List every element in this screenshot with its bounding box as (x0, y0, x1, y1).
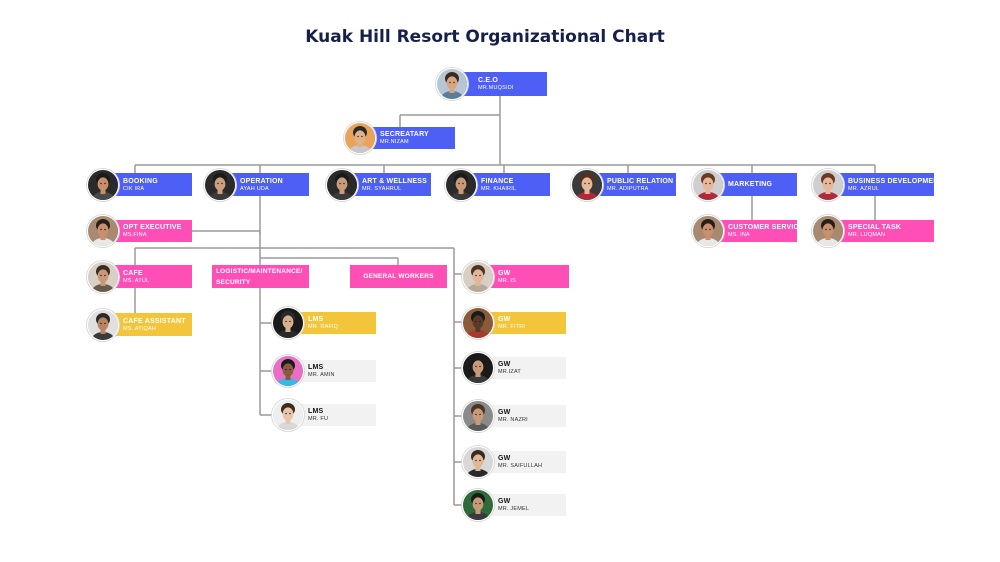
role-title: GENERAL WORKERS (363, 273, 434, 280)
role-box: MARKETING (718, 173, 797, 196)
person-name: MR. SAIFULLAH (498, 463, 543, 469)
person-name: CIK IRA (123, 185, 145, 192)
person-name: MR. IS (498, 277, 517, 284)
avatar (272, 355, 304, 387)
role-title: CAFE (123, 269, 143, 277)
role-title: OPERATION (240, 177, 283, 185)
role-title: MARKETING (728, 181, 773, 188)
person-name: MR.MUQSIDI (478, 85, 514, 91)
person-name: MR. FU (308, 416, 329, 422)
avatar (462, 260, 494, 293)
avatar (462, 446, 494, 478)
person-name: MR. FITRI (498, 324, 526, 330)
person-name: MR. KHAIRIL (481, 185, 517, 192)
role-title: LMS (308, 316, 324, 323)
person-name: MR. AMIN (308, 372, 335, 378)
avatar (571, 168, 603, 201)
person-name: MR.NIZAM (380, 139, 409, 145)
avatar (462, 352, 494, 384)
avatar (692, 168, 724, 201)
avatar (812, 168, 844, 201)
person-name: MR. RAFIQ (308, 324, 339, 330)
avatar (692, 215, 724, 247)
avatar (204, 168, 236, 201)
person-name: MR. ADIPUTRA (607, 185, 649, 192)
role-title: OPT EXECUTIVE (123, 224, 182, 231)
role-title: GW (498, 269, 511, 277)
role-title: LMS (308, 364, 324, 371)
avatar (87, 168, 119, 201)
role-title: GW (498, 455, 511, 462)
chart-title: Kuak Hill Resort Organizational Chart (305, 27, 665, 47)
person-name: MR. AZRUL (848, 185, 880, 192)
person-name: MR. SYAHRUL (362, 185, 402, 192)
role-title: ART & WELLNESS (362, 177, 428, 185)
avatar (462, 400, 494, 432)
person-name: MR. NAZRI (498, 417, 528, 423)
role-title: PUBLIC RELATION (607, 177, 674, 185)
person-name: MS.FINA (123, 232, 147, 238)
role-title: GW (498, 498, 511, 505)
avatar (344, 122, 376, 154)
role-title: FINANCE (481, 177, 514, 185)
avatar (462, 489, 494, 521)
role-title: CAFE ASSISTANT (123, 317, 186, 325)
role-title: SPECIAL TASK (848, 224, 902, 231)
avatar (326, 168, 358, 201)
person-name: MR.IZAT (498, 369, 521, 375)
role-title: LMS (308, 408, 324, 415)
avatar (87, 308, 119, 341)
avatar (445, 168, 477, 201)
role-title: CUSTOMER SERVICE (728, 224, 804, 231)
avatar (812, 215, 844, 247)
avatar (272, 307, 304, 339)
avatar (87, 260, 119, 293)
role-title: GW (498, 316, 511, 323)
role-title: BOOKING (123, 177, 158, 185)
person-name: MR. JEMEL (498, 506, 530, 512)
person-name: MS. ATIQAH (123, 325, 157, 332)
role-title: GW (498, 361, 511, 368)
avatar (462, 307, 494, 339)
role-title: BUSINESS DEVELOPMENT (848, 177, 944, 185)
person-name: MS. ATUL (123, 277, 150, 284)
avatar (436, 68, 468, 100)
person-name: MS. INA (728, 232, 750, 238)
avatar (272, 399, 304, 431)
role-title: LOGISTIC/MAINTENANCE/ SECURITY (216, 267, 303, 286)
role-title: C.E.O (478, 77, 499, 84)
role-box: LOGISTIC/MAINTENANCE/ SECURITY (212, 265, 309, 288)
person-name: AYAH UDA (240, 185, 269, 192)
avatar (87, 215, 119, 247)
role-title: SECREATARY (380, 131, 429, 138)
role-title: GW (498, 409, 511, 416)
role-box: GENERAL WORKERS (350, 265, 447, 288)
person-name: MR. LUQMAN (848, 232, 886, 238)
